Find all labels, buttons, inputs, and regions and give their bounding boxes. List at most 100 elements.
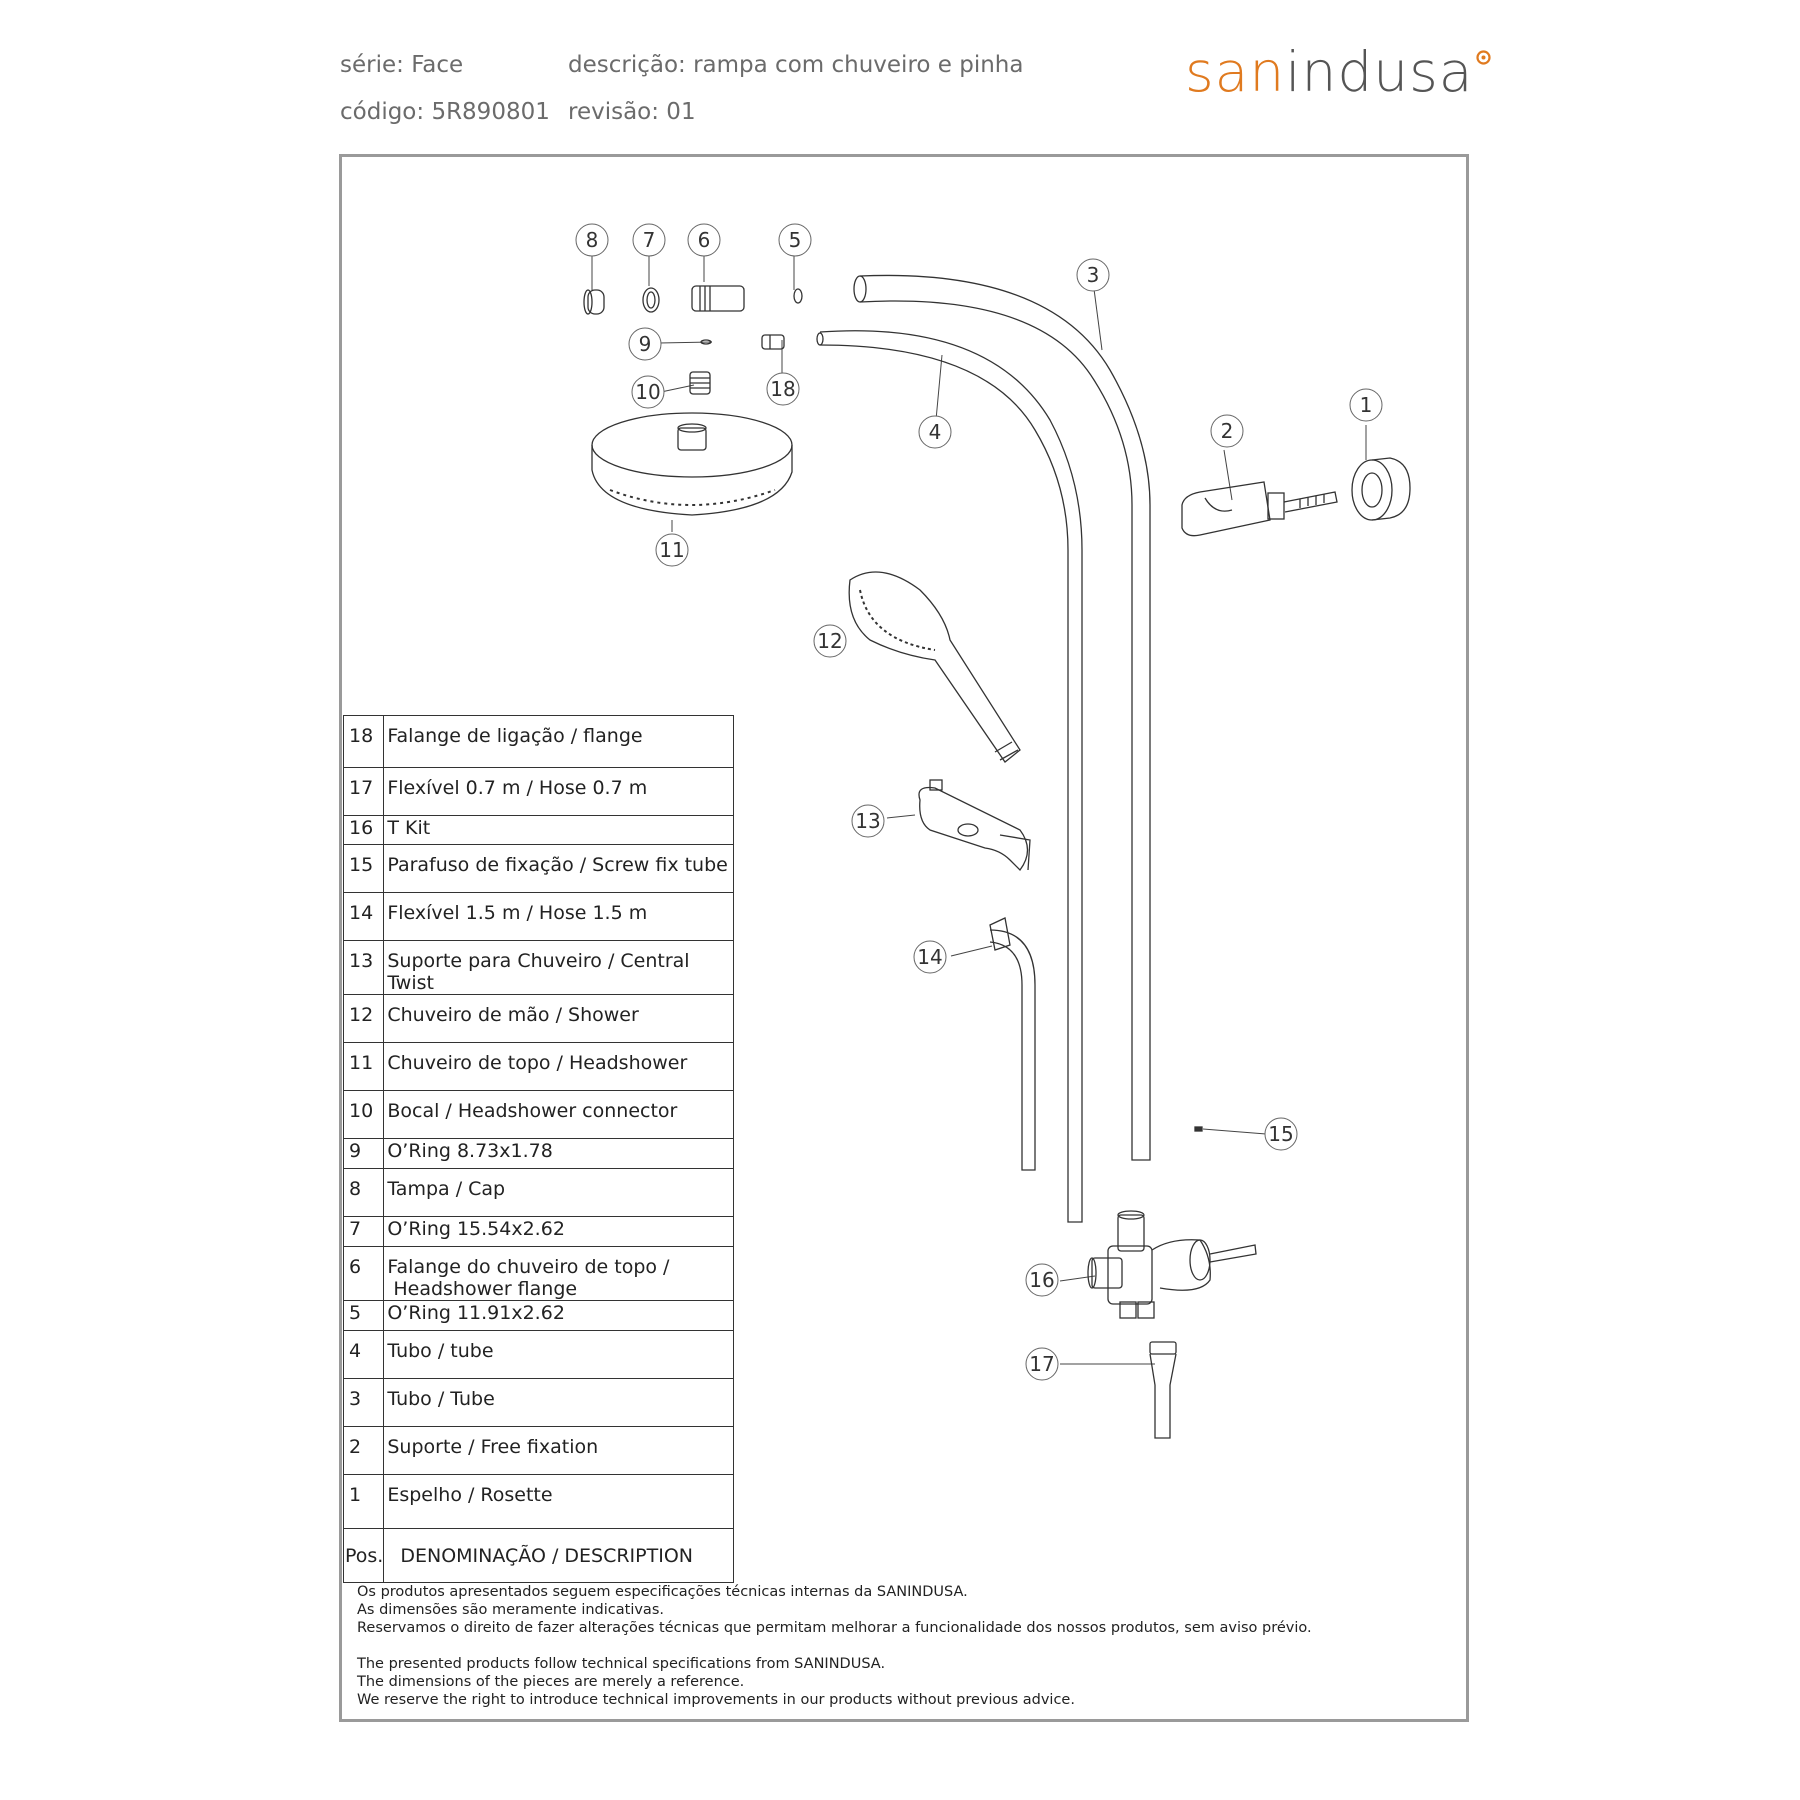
callout-11: 11 <box>655 533 689 567</box>
table-cell-pos: 3 <box>342 1378 385 1427</box>
callout-number: 8 <box>586 228 599 252</box>
callout-circle <box>631 375 665 409</box>
part-hose-long-drawing <box>989 917 1036 1171</box>
callout-circle <box>1264 1117 1298 1151</box>
table-cell-pos: 13 <box>342 940 385 995</box>
callout-5: 5 <box>778 223 812 257</box>
table-cell-pos: 6 <box>342 1246 385 1301</box>
table-desc-text: Tubo / Tube <box>387 1388 495 1410</box>
table-cell-pos: 17 <box>342 767 385 816</box>
table-cell-pos: 11 <box>342 1042 385 1091</box>
callout-number: 1 <box>1360 393 1373 417</box>
callout-circle <box>575 223 609 257</box>
logo-mark-icon <box>1476 50 1491 65</box>
codigo-label: código: 5R890801 <box>340 99 550 125</box>
table-cell-desc: Flexível 0.7 m / Hose 0.7 m <box>383 767 734 816</box>
table-cell-pos: 2 <box>342 1426 385 1475</box>
callout-circle <box>1076 258 1110 292</box>
callout-number: 17 <box>1029 1352 1054 1376</box>
revisao-label: revisão: 01 <box>568 99 696 125</box>
callout-circle <box>766 372 800 406</box>
callout-circle <box>628 327 662 361</box>
callout-9: 9 <box>628 327 662 361</box>
table-cell-desc: O’Ring 11.91x2.62 <box>383 1300 734 1331</box>
table-cell-pos: 15 <box>342 844 385 893</box>
table-desc-text: Falange do chuveiro de topo / <box>387 1256 670 1278</box>
callout-1: 1 <box>1349 388 1383 422</box>
callout-circle <box>913 940 947 974</box>
part-tube-short-drawing <box>816 330 1083 1223</box>
table-cell-desc: Bocal / Headshower connector <box>383 1090 734 1139</box>
table-header-row: Pos.DENOMINAÇÃO / DESCRIPTION <box>342 1528 734 1583</box>
callout-number: 10 <box>635 380 660 404</box>
part-oring-8-drawing <box>700 339 712 345</box>
callout-number: 5 <box>789 228 802 252</box>
table-desc-text: Chuveiro de topo / Headshower <box>387 1052 688 1074</box>
callout-circle <box>918 415 952 449</box>
part-screw-drawing <box>1194 1126 1203 1132</box>
callout-12: 12 <box>813 624 847 658</box>
part-oring-15-drawing <box>642 287 660 313</box>
table-desc-text-2: Headshower flange <box>393 1278 578 1300</box>
table-header-desc: DENOMINAÇÃO / DESCRIPTION <box>383 1528 734 1583</box>
table-desc-text: Chuveiro de mão / Shower <box>387 1004 639 1026</box>
callout-number: 4 <box>929 420 942 444</box>
table-desc-text: O’Ring 11.91x2.62 <box>387 1302 565 1324</box>
callout-number: 9 <box>639 332 652 356</box>
callout-13: 13 <box>851 804 885 838</box>
table-cell-desc: Falange de ligação / flange <box>383 715 734 768</box>
callout-7: 7 <box>632 223 666 257</box>
callout-8: 8 <box>575 223 609 257</box>
table-cell-pos: 16 <box>342 815 385 845</box>
callout-circle <box>632 223 666 257</box>
table-cell-desc: Tubo / Tube <box>383 1378 734 1427</box>
descricao-label: descrição: rampa com chuveiro e pinha <box>568 52 1024 78</box>
callout-10: 10 <box>631 375 665 409</box>
table-desc-text: O’Ring 8.73x1.78 <box>387 1140 553 1162</box>
table-desc-text: Suporte para Chuveiro / Central Twist <box>387 950 690 994</box>
callout-14: 14 <box>913 940 947 974</box>
part-hand-shower-drawing <box>848 571 1021 763</box>
leader-lines <box>591 255 1367 1365</box>
callout-18: 18 <box>766 372 800 406</box>
table-cell-desc: Falange do chuveiro de topo /Headshower … <box>383 1246 734 1301</box>
callout-number: 12 <box>817 629 842 653</box>
part-tube-long-drawing <box>853 274 1151 1161</box>
part-free-fixation-drawing <box>1181 481 1338 537</box>
callout-number: 13 <box>855 809 880 833</box>
note-en-3: We reserve the right to introduce techni… <box>357 1692 1075 1708</box>
table-cell-pos: 9 <box>342 1138 385 1169</box>
table-cell-desc: Flexível 1.5 m / Hose 1.5 m <box>383 892 734 941</box>
table-cell-pos: 12 <box>342 994 385 1043</box>
callout-number: 3 <box>1087 263 1100 287</box>
part-headshower-drawing <box>591 412 793 516</box>
table-desc-text: Tubo / tube <box>387 1340 494 1362</box>
table-desc-text: O’Ring 15.54x2.62 <box>387 1218 565 1240</box>
table-cell-desc: Chuveiro de mão / Shower <box>383 994 734 1043</box>
callout-circle <box>1210 414 1244 448</box>
part-cap-drawing <box>583 289 605 315</box>
sanindusa-logo: sanindusa <box>1185 40 1474 104</box>
part-oring-11-drawing <box>793 288 803 304</box>
table-cell-pos: 7 <box>342 1216 385 1247</box>
callout-number: 18 <box>770 377 795 401</box>
table-cell-desc: Espelho / Rosette <box>383 1474 734 1529</box>
table-cell-desc: T Kit <box>383 815 734 845</box>
callout-6: 6 <box>687 223 721 257</box>
table-desc-text: Flexível 0.7 m / Hose 0.7 m <box>387 777 648 799</box>
table-desc-text: Tampa / Cap <box>387 1178 506 1200</box>
callout-circle <box>687 223 721 257</box>
serie-label: série: Face <box>340 52 464 78</box>
drawing-frame <box>339 154 1469 1722</box>
callout-15: 15 <box>1264 1117 1298 1151</box>
table-cell-desc: Suporte / Free fixation <box>383 1426 734 1475</box>
table-cell-pos: 4 <box>342 1330 385 1379</box>
table-cell-desc: Tampa / Cap <box>383 1168 734 1217</box>
